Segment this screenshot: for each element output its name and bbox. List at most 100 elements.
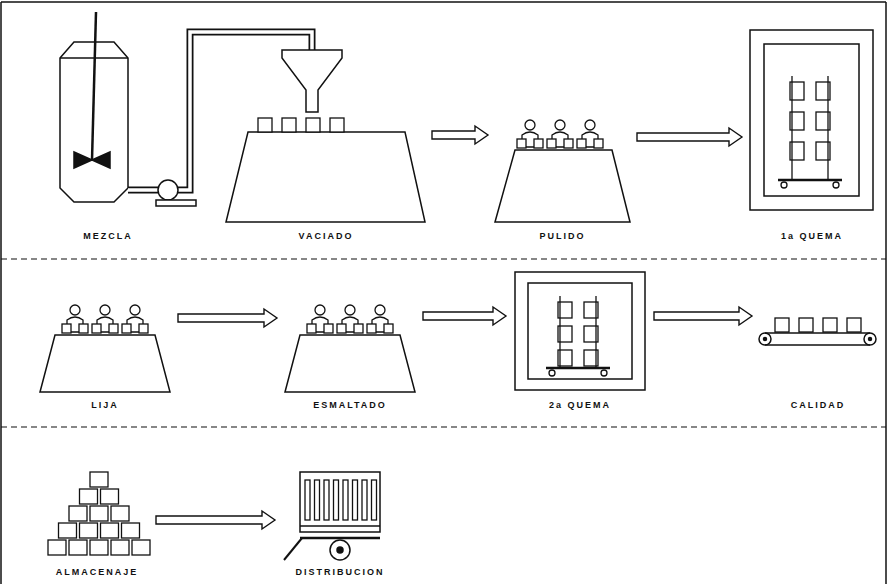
kiln-rack bbox=[791, 76, 792, 180]
ware-piece bbox=[90, 472, 108, 487]
ware-piece bbox=[564, 139, 573, 148]
worker-head bbox=[345, 305, 355, 315]
kiln-rack bbox=[595, 296, 596, 368]
ware-piece bbox=[517, 139, 526, 148]
cart-base bbox=[300, 537, 380, 540]
cart-ware bbox=[305, 480, 310, 520]
ware-piece bbox=[594, 139, 603, 148]
conveyor-roller bbox=[864, 333, 876, 345]
row-separator bbox=[1, 258, 886, 259]
ware-piece bbox=[101, 523, 119, 538]
pump-base bbox=[156, 200, 196, 206]
roller-axle bbox=[764, 338, 767, 341]
ware-piece bbox=[122, 324, 131, 333]
flow-arrow bbox=[156, 511, 275, 529]
kiln-wheel bbox=[549, 370, 555, 376]
mixer-impeller bbox=[74, 152, 110, 168]
process-stage: MEZCLA bbox=[55, 30, 161, 245]
ware-piece bbox=[92, 324, 101, 333]
ware-piece bbox=[132, 540, 150, 555]
kiln-wheel bbox=[601, 370, 607, 376]
ware-piece bbox=[282, 118, 296, 132]
ware-piece bbox=[775, 318, 789, 332]
worker-head bbox=[130, 305, 140, 315]
worker-head bbox=[555, 120, 565, 130]
process-stage: PULIDO bbox=[494, 100, 631, 245]
cart-ware bbox=[362, 480, 367, 520]
ware-piece bbox=[48, 540, 66, 555]
cart-ware bbox=[315, 480, 320, 520]
kiln-cart bbox=[546, 367, 610, 370]
flow-arrow bbox=[654, 307, 752, 325]
stage-label: VACIADO bbox=[297, 231, 356, 242]
flow-arrow bbox=[432, 126, 488, 144]
ware-piece bbox=[80, 523, 98, 538]
flow-arrow bbox=[178, 309, 277, 327]
mixer-shaft bbox=[92, 12, 96, 160]
ware-piece bbox=[547, 139, 556, 148]
casting-table bbox=[226, 132, 425, 222]
process-stage: CALIDAD bbox=[758, 280, 878, 414]
ware-piece bbox=[62, 324, 71, 333]
ware-piece bbox=[111, 506, 129, 521]
kiln-inner bbox=[764, 44, 859, 196]
cart-handle bbox=[284, 538, 302, 560]
process-stage: ALMACENAJE bbox=[44, 466, 150, 581]
stage-label: ALMACENAJE bbox=[54, 567, 141, 578]
cart-ware bbox=[343, 480, 348, 520]
ware-piece bbox=[69, 540, 87, 555]
ware-piece bbox=[139, 324, 148, 333]
flow-arrow bbox=[423, 307, 506, 325]
stage-label: CALIDAD bbox=[789, 400, 848, 411]
stage-label: DISTRIBUCION bbox=[294, 567, 387, 578]
pump bbox=[158, 180, 178, 200]
ware-piece bbox=[59, 523, 77, 538]
ware-piece bbox=[847, 318, 861, 332]
process-stage: 1a QUEMA bbox=[748, 28, 876, 245]
cart-ware bbox=[353, 480, 358, 520]
ware-piece bbox=[79, 324, 88, 333]
worker-head bbox=[315, 305, 325, 315]
worker-head bbox=[375, 305, 385, 315]
ware-piece bbox=[384, 324, 393, 333]
stage-label: PULIDO bbox=[537, 231, 587, 242]
ware-piece bbox=[337, 324, 346, 333]
frame-line bbox=[1, 1, 886, 3]
process-stage: DISTRIBUCION bbox=[281, 466, 399, 581]
conveyor-belt bbox=[765, 344, 870, 346]
roller-axle bbox=[869, 338, 872, 341]
cart-rack bbox=[300, 472, 380, 532]
cart-wheel bbox=[330, 540, 350, 560]
stage-label: LIJA bbox=[89, 400, 121, 411]
ware-piece bbox=[534, 139, 543, 148]
stage-label: 2a QUEMA bbox=[547, 400, 613, 411]
kiln-wheel bbox=[833, 182, 839, 188]
row-separator bbox=[1, 426, 886, 427]
cart-ware bbox=[324, 480, 329, 520]
stage-label: 1a QUEMA bbox=[779, 231, 845, 242]
cart-axle bbox=[337, 547, 343, 553]
ware-piece bbox=[80, 489, 98, 504]
worker-head bbox=[525, 120, 535, 130]
worker-head bbox=[100, 305, 110, 315]
funnel bbox=[282, 50, 342, 112]
kiln-inner bbox=[528, 283, 632, 379]
process-stage: VACIADO bbox=[226, 30, 426, 245]
ware-piece bbox=[367, 324, 376, 333]
conveyor-roller bbox=[759, 333, 771, 345]
ware-piece bbox=[330, 118, 344, 132]
kiln-cart bbox=[778, 179, 842, 182]
ware-piece bbox=[354, 324, 363, 333]
stage-label: MEZCLA bbox=[81, 231, 135, 242]
work-table bbox=[285, 335, 415, 392]
ware-piece bbox=[823, 318, 837, 332]
ware-piece bbox=[324, 324, 333, 333]
cart-ware bbox=[372, 480, 377, 520]
kiln-outer bbox=[750, 30, 873, 210]
ware-piece bbox=[799, 318, 813, 332]
frame-line bbox=[0, 2, 2, 584]
frame-line bbox=[885, 2, 887, 584]
worker-head bbox=[585, 120, 595, 130]
